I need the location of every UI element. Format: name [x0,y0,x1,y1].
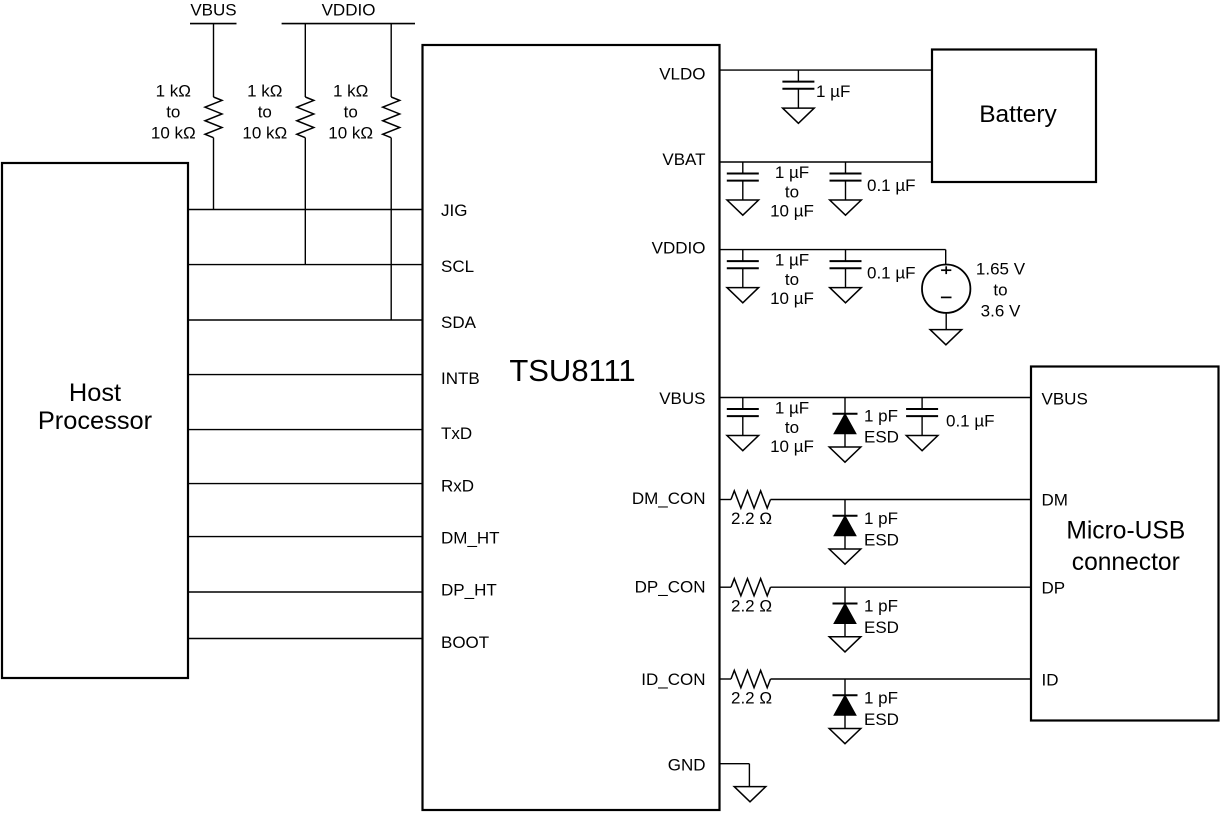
svg-text:DM_CON: DM_CON [632,489,706,508]
svg-text:to: to [258,103,272,122]
svg-text:TSU8111: TSU8111 [509,353,635,388]
svg-text:Processor: Processor [38,407,153,435]
svg-text:VBUS: VBUS [1042,390,1088,409]
svg-text:to: to [344,103,358,122]
svg-text:2.2 Ω: 2.2 Ω [731,509,772,528]
svg-text:ID: ID [1042,670,1059,689]
svg-text:GND: GND [668,756,706,775]
svg-text:1.65 V: 1.65 V [976,260,1026,279]
svg-text:Micro-USB: Micro-USB [1066,517,1185,544]
svg-text:ESD: ESD [864,531,899,550]
svg-text:1 µF: 1 µF [775,163,809,182]
svg-text:1 kΩ: 1 kΩ [333,82,368,101]
svg-text:to: to [785,182,799,201]
svg-text:to: to [166,103,180,122]
svg-text:VBUS: VBUS [190,0,236,19]
svg-text:Host: Host [69,379,121,407]
svg-text:VLDO: VLDO [659,64,705,83]
svg-text:10 µF: 10 µF [770,202,814,221]
svg-text:connector: connector [1072,549,1180,576]
svg-text:10 kΩ: 10 kΩ [242,124,287,143]
svg-text:ESD: ESD [864,618,899,637]
svg-text:3.6 V: 3.6 V [981,302,1021,321]
svg-text:TxD: TxD [441,424,472,443]
svg-text:ESD: ESD [864,428,899,447]
svg-text:10 kΩ: 10 kΩ [328,124,373,143]
svg-text:to: to [785,270,799,289]
svg-text:2.2 Ω: 2.2 Ω [731,689,772,708]
svg-text:1 pF: 1 pF [864,597,898,616]
svg-text:1 µF: 1 µF [775,399,809,418]
svg-text:VDDIO: VDDIO [322,0,376,19]
svg-text:10 kΩ: 10 kΩ [151,124,196,143]
svg-text:1 kΩ: 1 kΩ [156,82,191,101]
svg-text:0.1 µF: 0.1 µF [867,176,916,195]
svg-text:to: to [785,418,799,437]
svg-text:1 µF: 1 µF [775,251,809,270]
svg-text:1 kΩ: 1 kΩ [247,82,282,101]
svg-text:ESD: ESD [864,710,899,729]
svg-text:Battery: Battery [979,101,1057,128]
svg-text:VBUS: VBUS [659,389,705,408]
svg-text:10 µF: 10 µF [770,437,814,456]
svg-text:1 pF: 1 pF [864,407,898,426]
svg-text:VBAT: VBAT [662,150,705,169]
svg-text:10 µF: 10 µF [770,289,814,308]
svg-text:SDA: SDA [441,313,477,332]
svg-text:1 pF: 1 pF [864,509,898,528]
svg-text:1 pF: 1 pF [864,689,898,708]
svg-text:0.1 µF: 0.1 µF [946,412,995,431]
svg-text:2.2 Ω: 2.2 Ω [731,597,772,616]
svg-text:ID_CON: ID_CON [641,670,705,689]
svg-text:DP_CON: DP_CON [635,578,706,597]
svg-text:INTB: INTB [441,369,480,388]
svg-text:VDDIO: VDDIO [652,239,706,258]
svg-text:RxD: RxD [441,477,474,496]
svg-text:BOOT: BOOT [441,633,489,652]
svg-text:DP_HT: DP_HT [441,581,497,600]
svg-text:SCL: SCL [441,257,474,276]
svg-text:DP: DP [1042,579,1066,598]
svg-text:JIG: JIG [441,201,467,220]
svg-text:DM: DM [1042,490,1068,509]
svg-text:to: to [993,281,1007,300]
svg-text:DM_HT: DM_HT [441,529,500,548]
svg-text:0.1 µF: 0.1 µF [867,264,916,283]
svg-text:1 µF: 1 µF [816,82,850,101]
